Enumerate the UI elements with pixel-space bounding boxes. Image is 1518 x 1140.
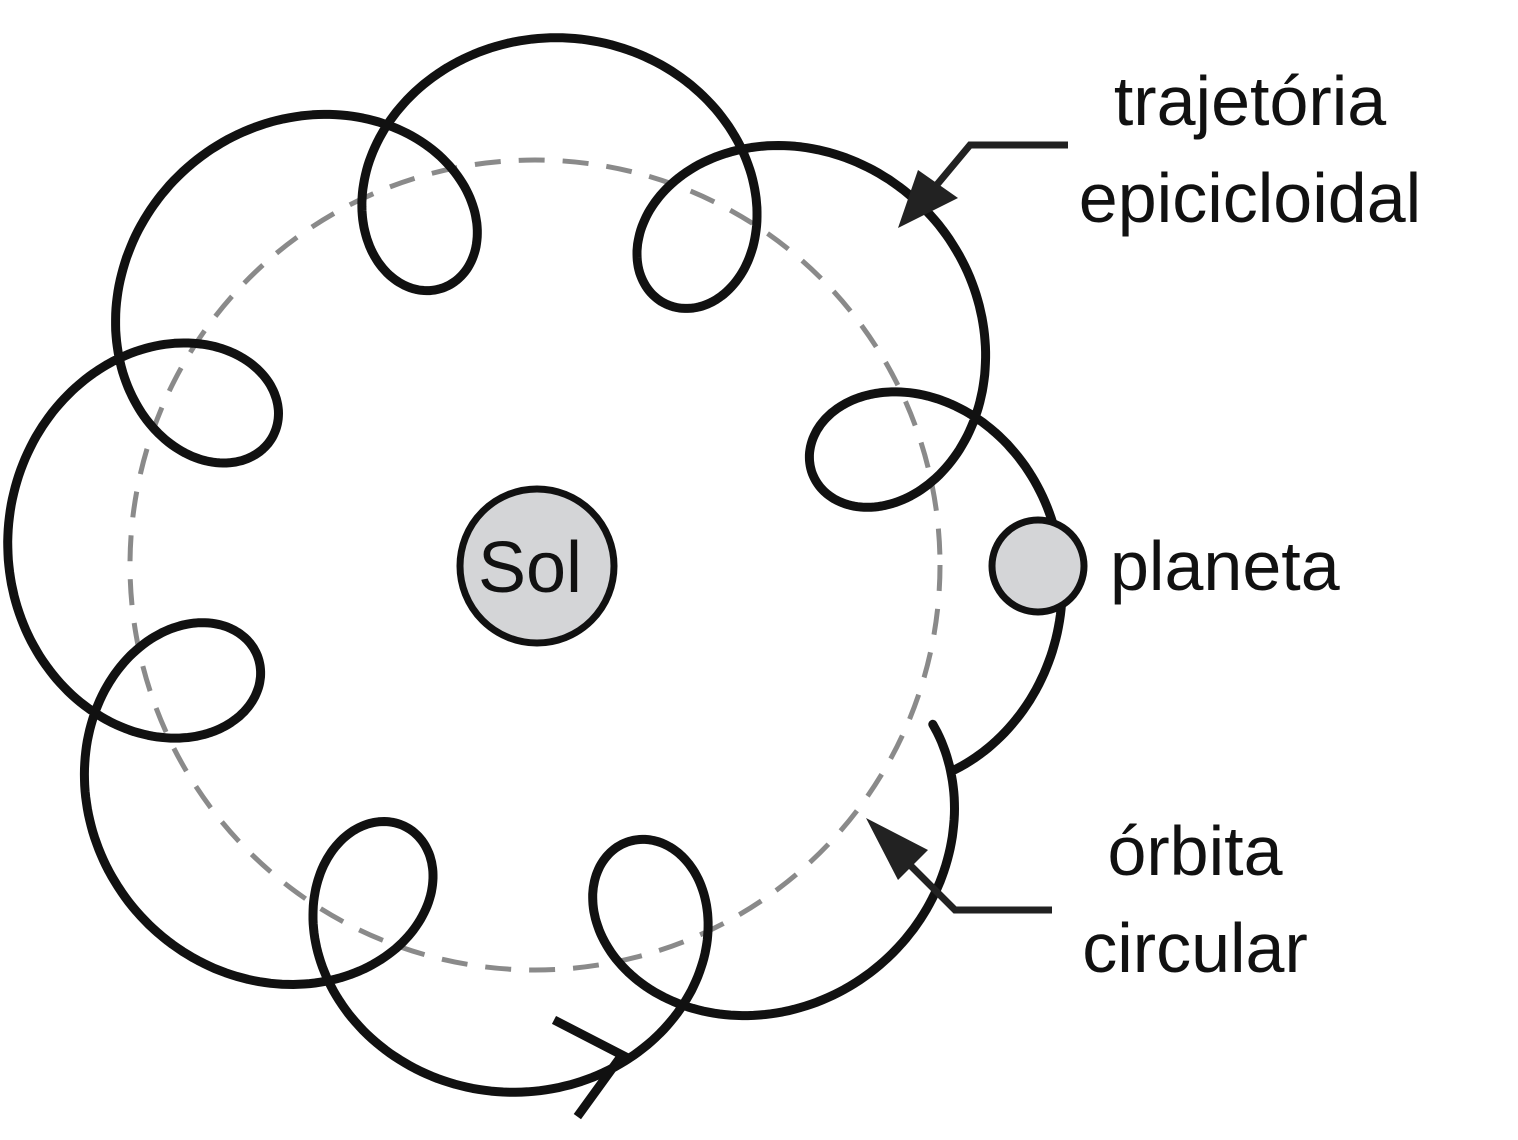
orbit-pointer-arrowhead (866, 818, 928, 880)
sun-disc (456, 485, 618, 647)
trajectory-label-line1: trajetória (1114, 62, 1386, 140)
planet-disc (988, 516, 1088, 616)
trajectory-arrowhead (551, 1015, 629, 1120)
circular-orbit (127, 157, 943, 973)
planet-label: planeta (1110, 527, 1340, 605)
orbit-pointer-line (902, 857, 1052, 914)
epicycloid-trajectory (3, 33, 1067, 1097)
trajectory-pointer-arrowhead (898, 170, 958, 228)
orbit-label-line1: órbita (1107, 812, 1282, 890)
orbit-label-line2: circular (1082, 909, 1308, 987)
trajectory-label-line2: epicicloidal (1079, 159, 1421, 237)
sun-label: Sol (478, 528, 582, 608)
